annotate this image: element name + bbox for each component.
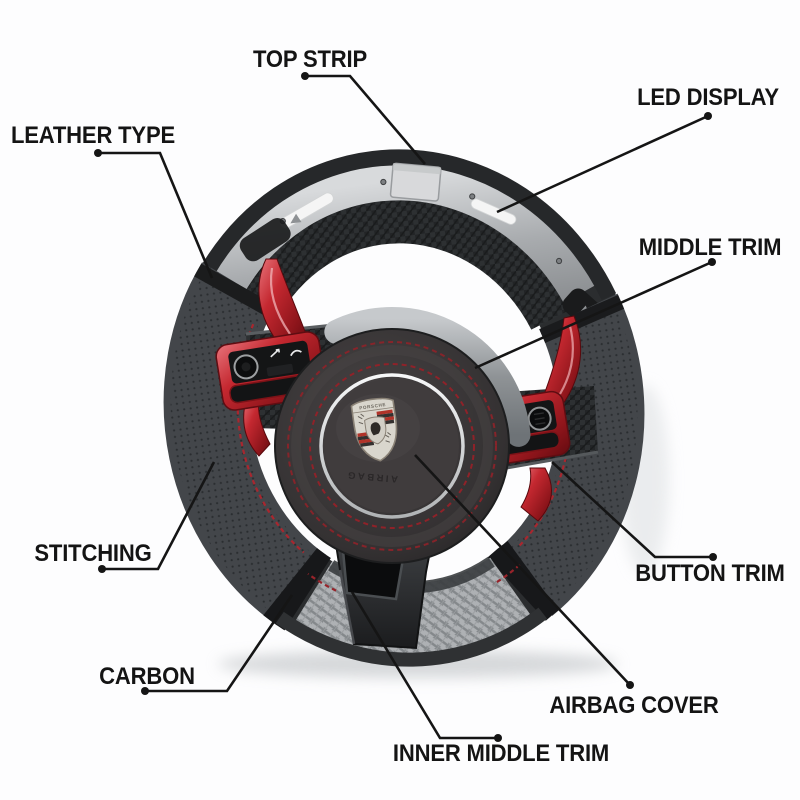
pointer-line-led-display <box>496 114 709 214</box>
led-bar-right <box>470 198 517 225</box>
paddle-shifters <box>243 258 582 522</box>
pointer-line-carbon <box>145 594 294 693</box>
airbag-embossed-text: AIRBAG <box>345 469 398 485</box>
label-airbag-cover: AIRBAG COVER <box>549 692 719 719</box>
led-display-part <box>389 162 442 202</box>
pointer-line-leather-type <box>98 151 214 279</box>
label-stitching: STITCHING <box>34 540 152 567</box>
crest-badge: PORSCHE <box>350 397 398 462</box>
label-inner-middle-trim: INNER MIDDLE TRIM <box>392 740 610 767</box>
label-button-trim: BUTTON TRIM <box>635 560 785 587</box>
pointer-line-top-strip <box>305 74 426 165</box>
label-top-strip: TOP STRIP <box>253 46 367 73</box>
airbag-cover-part: PORSCHE AIRBAG <box>274 328 510 564</box>
pointer-line-button-trim <box>551 461 713 559</box>
pointer-line-airbag-cover <box>414 454 631 686</box>
label-middle-trim: MIDDLE TRIM <box>638 234 782 261</box>
leather-grip-left <box>163 262 332 631</box>
rim-outer-edge <box>187 149 617 301</box>
pointer-lines <box>98 74 713 740</box>
leather-grip-right <box>487 293 645 622</box>
pointer-line-middle-trim <box>474 260 713 370</box>
pointer-dots <box>94 72 717 742</box>
label-leather-type: LEATHER TYPE <box>10 122 176 149</box>
strip-inset-left <box>239 213 302 262</box>
pointer-line-stitching <box>102 461 216 571</box>
label-led-display: LED DISPLAY <box>637 84 779 111</box>
middle-trim-part <box>324 307 531 447</box>
label-carbon: CARBON <box>99 663 195 690</box>
wheel-rim <box>163 149 645 667</box>
crest-text: PORSCHE <box>359 402 386 411</box>
pointer-line-inner-middle-trim <box>350 591 498 740</box>
crest-horse <box>370 422 381 436</box>
crest-antlers <box>357 413 392 443</box>
top-carbon-band <box>236 197 573 330</box>
